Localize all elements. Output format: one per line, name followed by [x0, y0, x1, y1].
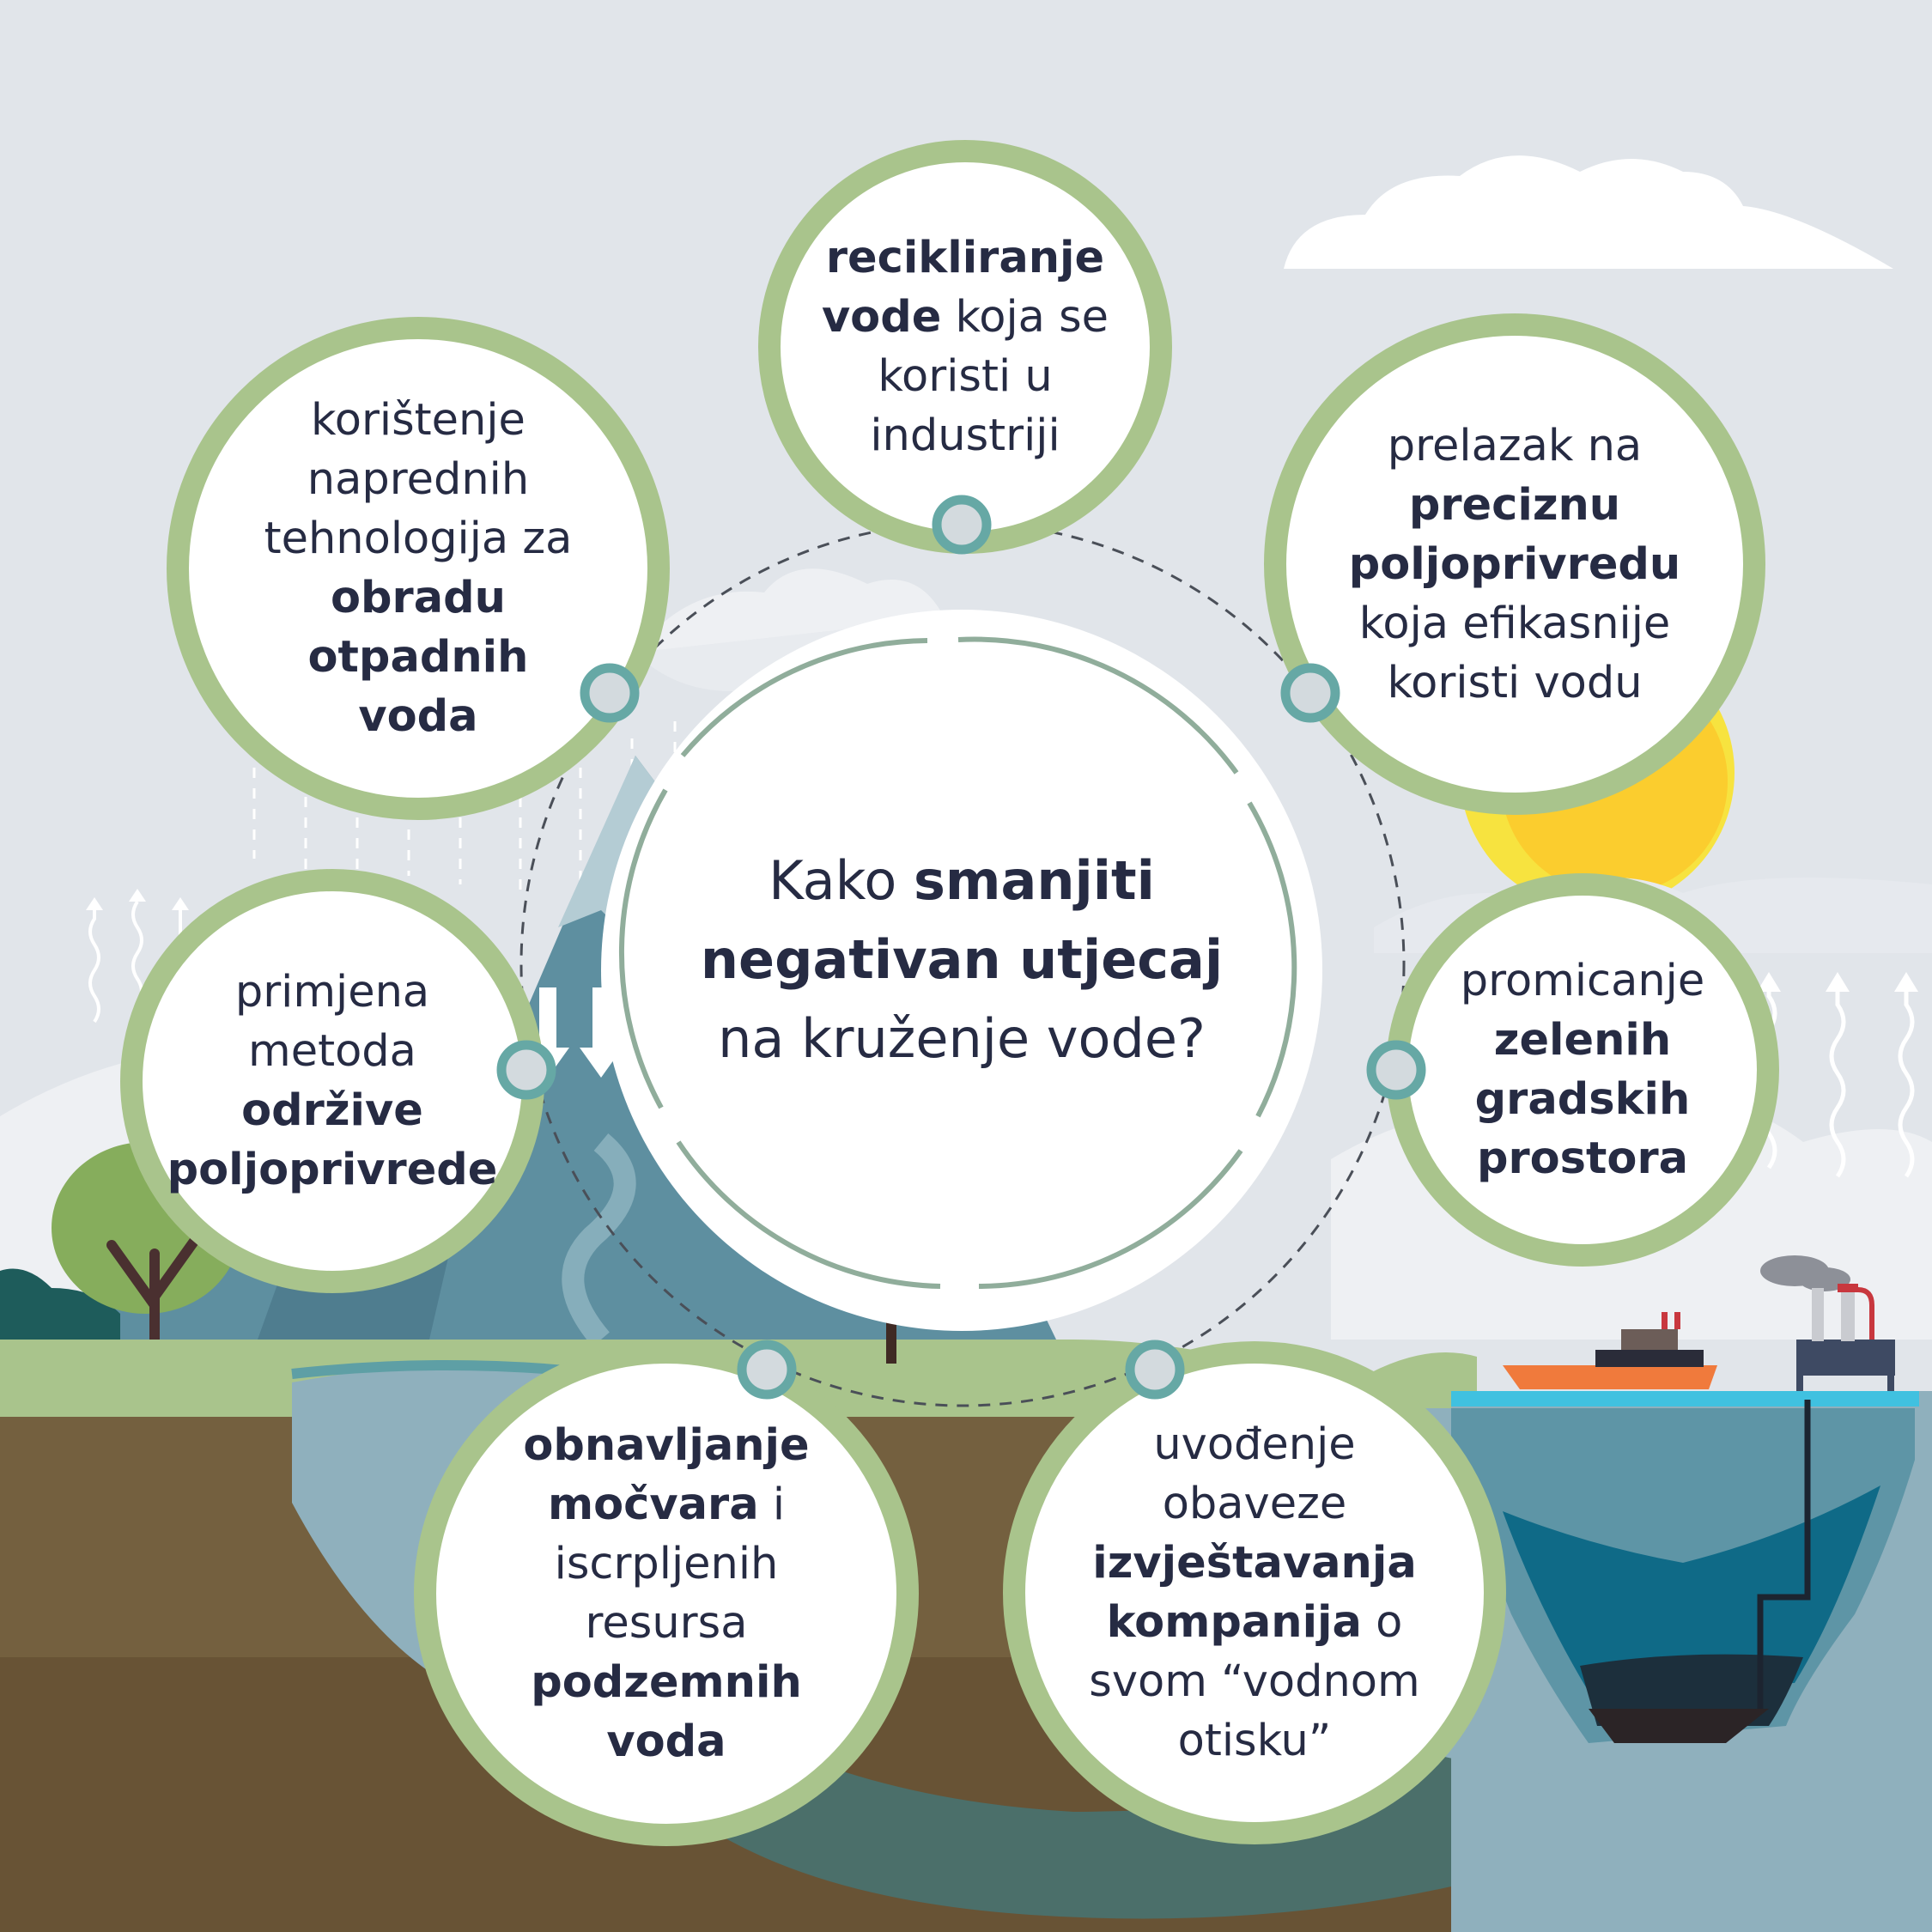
connection-ring — [519, 521, 1406, 1407]
bubble-wastewater-treatment: korištenje naprednih tehnologija za obra… — [167, 317, 670, 820]
oil-platform-icon — [1760, 1255, 1895, 1391]
connector-node — [496, 1040, 556, 1100]
connector-node — [1125, 1340, 1185, 1400]
connector-node — [1280, 663, 1340, 723]
ship-icon — [1503, 1312, 1717, 1389]
connector-node — [580, 663, 640, 723]
connector-node — [932, 495, 992, 555]
cloud-icon — [1284, 155, 1893, 269]
connector-node — [1366, 1040, 1426, 1100]
center-question: Kako smanjiti negativan utjecaj na kruže… — [700, 849, 1224, 1070]
connector-node — [737, 1340, 797, 1400]
